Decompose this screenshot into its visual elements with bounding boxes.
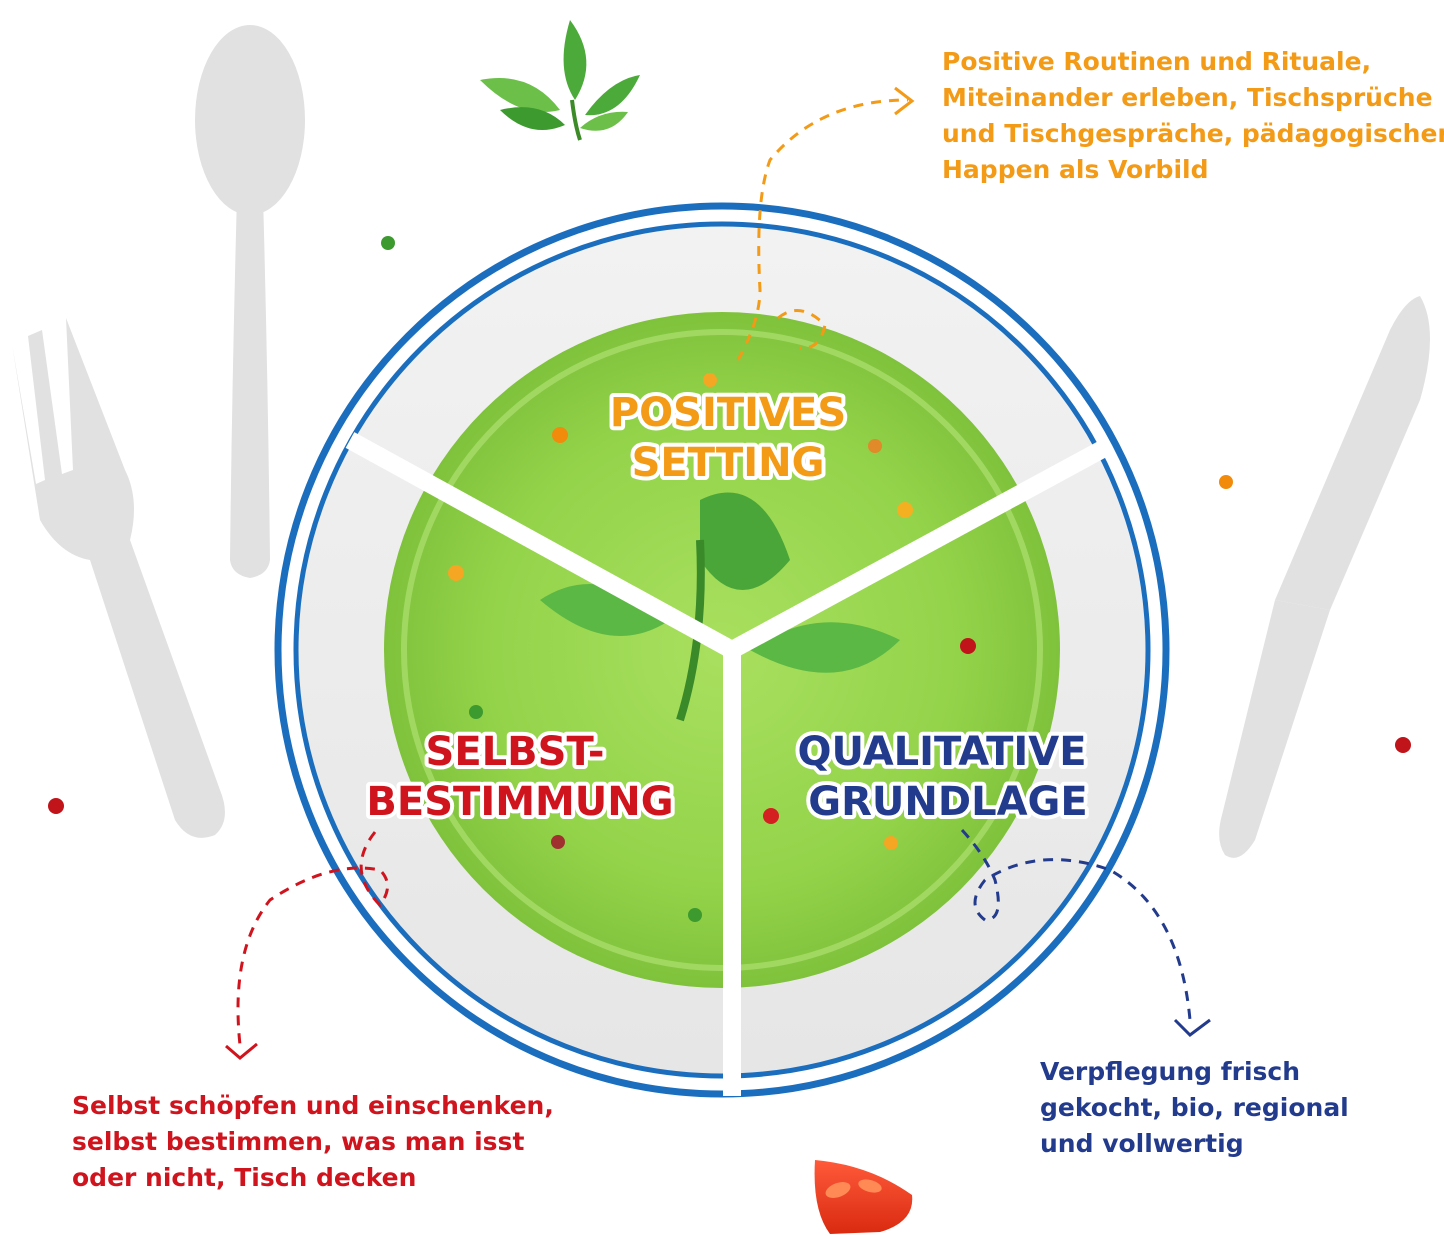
annotation-line: und vollwertig xyxy=(1040,1129,1244,1158)
annotation-line: gekocht, bio, regional xyxy=(1040,1093,1349,1122)
annotation-line: und Tischgespräche, pädagogischer xyxy=(942,119,1444,148)
annotation-line: selbst bestimmen, was man isst xyxy=(72,1127,525,1156)
seed-dots xyxy=(48,236,1411,922)
segment-title-line: QUALITATIVE xyxy=(797,729,1086,775)
segment-title-line: SETTING xyxy=(632,440,825,486)
connector-positive xyxy=(736,98,909,361)
segment-dividers xyxy=(345,432,1115,1096)
annotation-selbst: Selbst schöpfen und einschenken, selbst … xyxy=(72,1088,554,1196)
fork-icon xyxy=(12,318,225,838)
segment-title-positive: POSITIVES SETTING xyxy=(606,386,850,490)
annotation-line: Miteinander erleben, Tischsprüche xyxy=(942,83,1433,112)
knife-icon xyxy=(1219,296,1430,858)
parsley-icon xyxy=(480,20,640,141)
annotation-qualitativ: Verpflegung frisch gekocht, bio, regiona… xyxy=(1040,1054,1349,1162)
annotation-line: oder nicht, Tisch decken xyxy=(72,1163,417,1192)
annotation-line: Verpflegung frisch xyxy=(1040,1057,1301,1086)
segment-title-line: POSITIVES xyxy=(610,390,846,436)
connector-qualitativ xyxy=(960,828,1192,1021)
segment-title-line: GRUNDLAGE xyxy=(808,779,1087,825)
arrowhead-selbst xyxy=(225,1042,258,1060)
annotation-line: Selbst schöpfen und einschenken, xyxy=(72,1091,554,1120)
arrowhead-positive xyxy=(894,86,915,116)
segment-title-line: SELBST- xyxy=(426,729,605,775)
segment-title-line: BESTIMMUNG xyxy=(366,779,673,825)
annotation-line: Positive Routinen und Rituale, xyxy=(942,47,1372,76)
annotation-positive: Positive Routinen und Rituale, Miteinand… xyxy=(942,44,1444,188)
annotation-line: Happen als Vorbild xyxy=(942,155,1209,184)
spoon-icon xyxy=(195,25,305,578)
tomato-slice-icon xyxy=(814,1160,913,1234)
segment-title-qualitativ: QUALITATIVE GRUNDLAGE xyxy=(793,725,1091,829)
arrowhead-qualitativ xyxy=(1173,1018,1211,1037)
segment-title-selbst: SELBST- BESTIMMUNG xyxy=(362,725,677,829)
connector-selbst xyxy=(236,831,389,1046)
